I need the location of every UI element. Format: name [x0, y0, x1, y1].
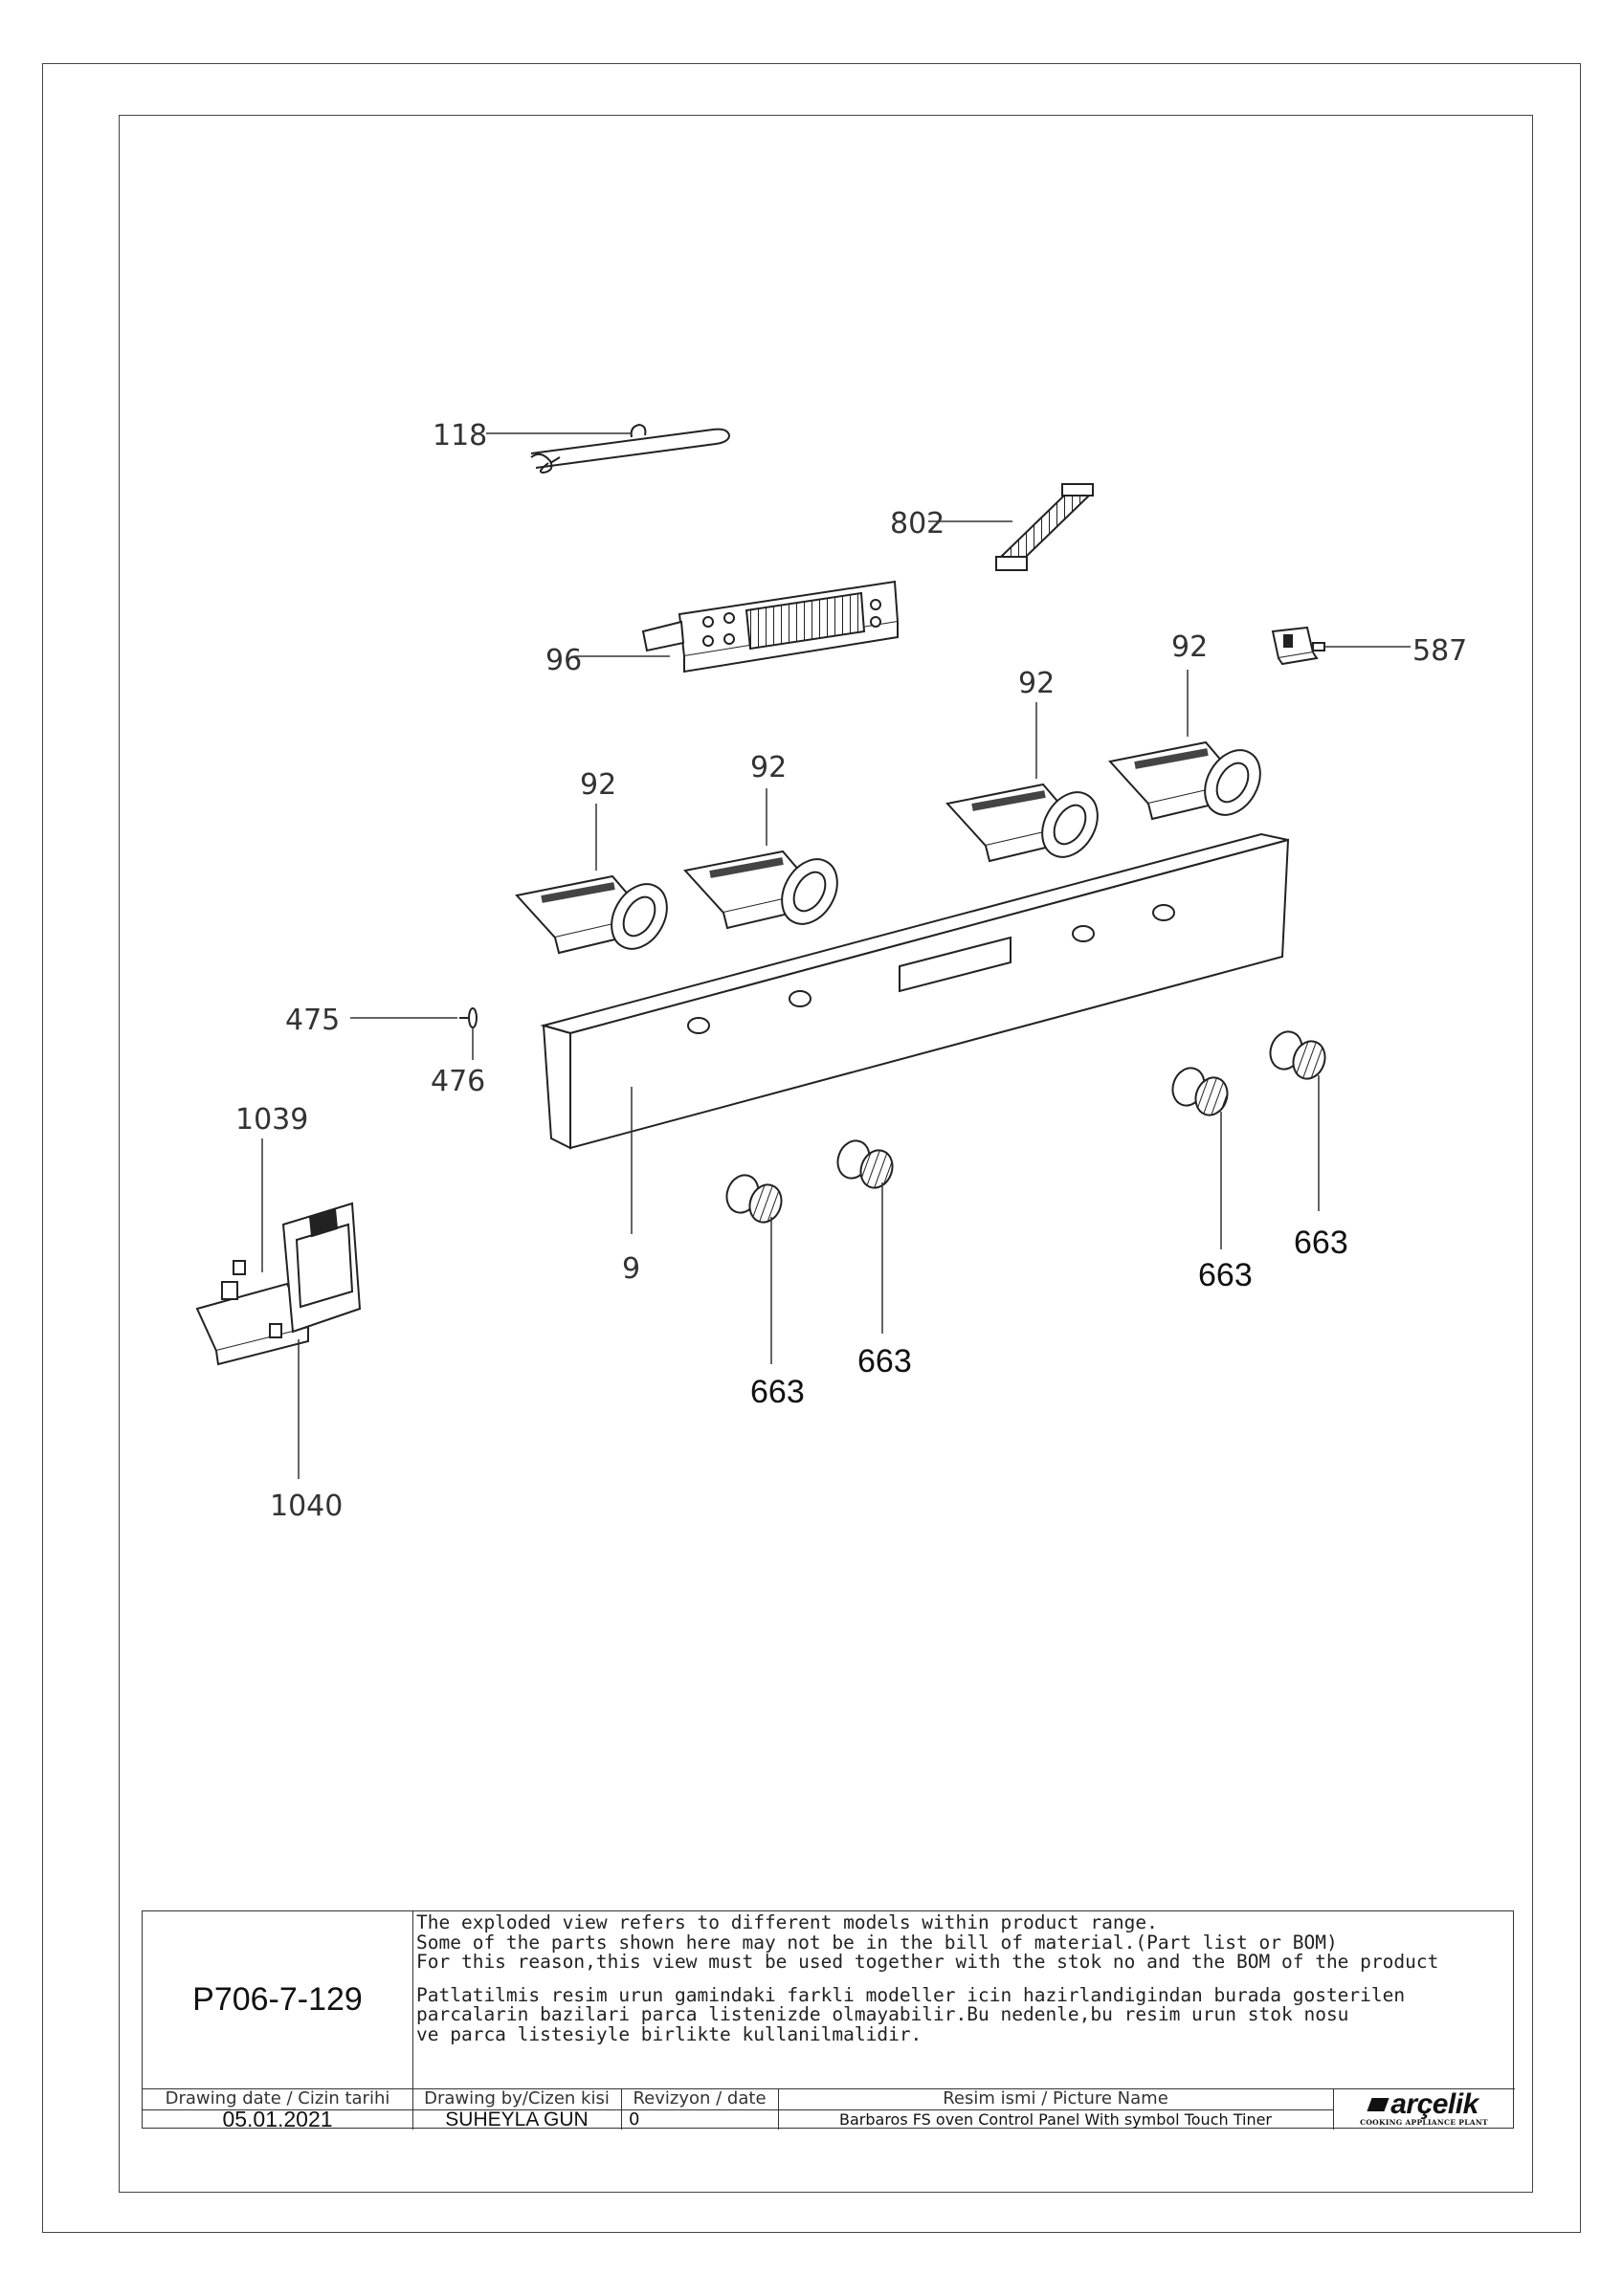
- tb-divider: [778, 2088, 779, 2130]
- callout-663b: 663: [857, 1343, 912, 1380]
- callout-92a: 92: [580, 768, 616, 802]
- part-92-switch-c: [945, 783, 1099, 863]
- revision-label: Revizyon / date: [633, 2088, 767, 2108]
- callout-587: 587: [1412, 634, 1467, 668]
- callout-92c: 92: [1018, 667, 1055, 700]
- arcelik-logo: arçelik COOKING APPLIANCE PLANT: [1333, 2088, 1515, 2130]
- note-en-line: The exploded view refers to different mo…: [416, 1911, 1158, 1933]
- drawing-number: P706-7-129: [192, 1981, 363, 2018]
- part-663-knob-d: [1269, 1030, 1326, 1080]
- title-block: P706-7-129 The exploded view refers to d…: [142, 1910, 1515, 2131]
- drawing-date-label: Drawing date / Cizin tarihi: [165, 2088, 390, 2108]
- part-118-wire-harness: [530, 423, 731, 475]
- part-9-control-panel: [540, 832, 1290, 1150]
- callout-92b: 92: [750, 751, 787, 784]
- outer-border: [42, 63, 1581, 2233]
- note-en-line: Some of the parts shown here may not be …: [416, 1931, 1338, 1954]
- part-663-knob-a: [725, 1174, 783, 1224]
- callout-118: 118: [433, 419, 487, 453]
- part-92-switch-a: [515, 874, 668, 955]
- part-802-ribbon-cable: [995, 483, 1094, 571]
- part-1039-1040-timer-module: [195, 1202, 362, 1366]
- picture-name: Barbaros FS oven Control Panel With symb…: [839, 2110, 1272, 2129]
- callout-476: 476: [431, 1065, 485, 1098]
- tb-divider: [621, 2088, 622, 2130]
- drawn-by: SUHEYLA GUN: [445, 2108, 589, 2130]
- part-92-switch-d: [1108, 740, 1261, 821]
- drawn-by-label: Drawing by/Cizen kisi: [424, 2088, 610, 2108]
- logo-subtext: COOKING APPLIANCE PLANT: [1360, 2118, 1488, 2127]
- logo-wordmark: arçelik: [1367, 2088, 1478, 2120]
- callout-1039: 1039: [235, 1103, 308, 1137]
- drawing-date: 05.01.2021: [222, 2107, 333, 2131]
- tb-divider: [1333, 2088, 1334, 2130]
- callout-92d: 92: [1171, 630, 1208, 664]
- callout-1040: 1040: [270, 1490, 343, 1523]
- note-tr-line: Patlatilmis resim urun gamindaki farkli …: [416, 1983, 1406, 2006]
- callout-475: 475: [285, 1004, 340, 1037]
- callout-802: 802: [890, 507, 945, 541]
- callout-663c: 663: [1198, 1257, 1253, 1293]
- part-587-connector: [1271, 626, 1325, 666]
- logo-text: arçelik: [1390, 2088, 1478, 2120]
- callout-663a: 663: [750, 1374, 805, 1410]
- tb-divider: [412, 1911, 413, 2130]
- note-tr-line: ve parca listesiyle birlikte kullanilmal…: [416, 2022, 923, 2045]
- note-en-line: For this reason,this view must be used t…: [416, 1951, 1439, 1973]
- disclaimer-notes: The exploded view refers to different mo…: [416, 1911, 1515, 2086]
- part-92-switch-b: [683, 850, 838, 930]
- logo-flag-icon: [1367, 2098, 1390, 2111]
- inner-border: [119, 115, 1533, 2193]
- part-475-476-screw: [459, 1007, 478, 1028]
- note-tr-line: parcalarin bazilari parca listenizde olm…: [416, 2003, 1349, 2025]
- callout-663d: 663: [1294, 1225, 1348, 1261]
- callout-96: 96: [545, 644, 582, 677]
- callout-9: 9: [622, 1252, 640, 1286]
- part-663-knob-c: [1171, 1067, 1229, 1116]
- tb-divider: [143, 2109, 1333, 2110]
- revision: 0: [629, 2109, 640, 2130]
- part-96-control-module: [641, 580, 900, 673]
- part-663-knob-b: [836, 1139, 894, 1189]
- tb-divider: [143, 2088, 1515, 2089]
- picture-name-label: Resim ismi / Picture Name: [943, 2088, 1168, 2108]
